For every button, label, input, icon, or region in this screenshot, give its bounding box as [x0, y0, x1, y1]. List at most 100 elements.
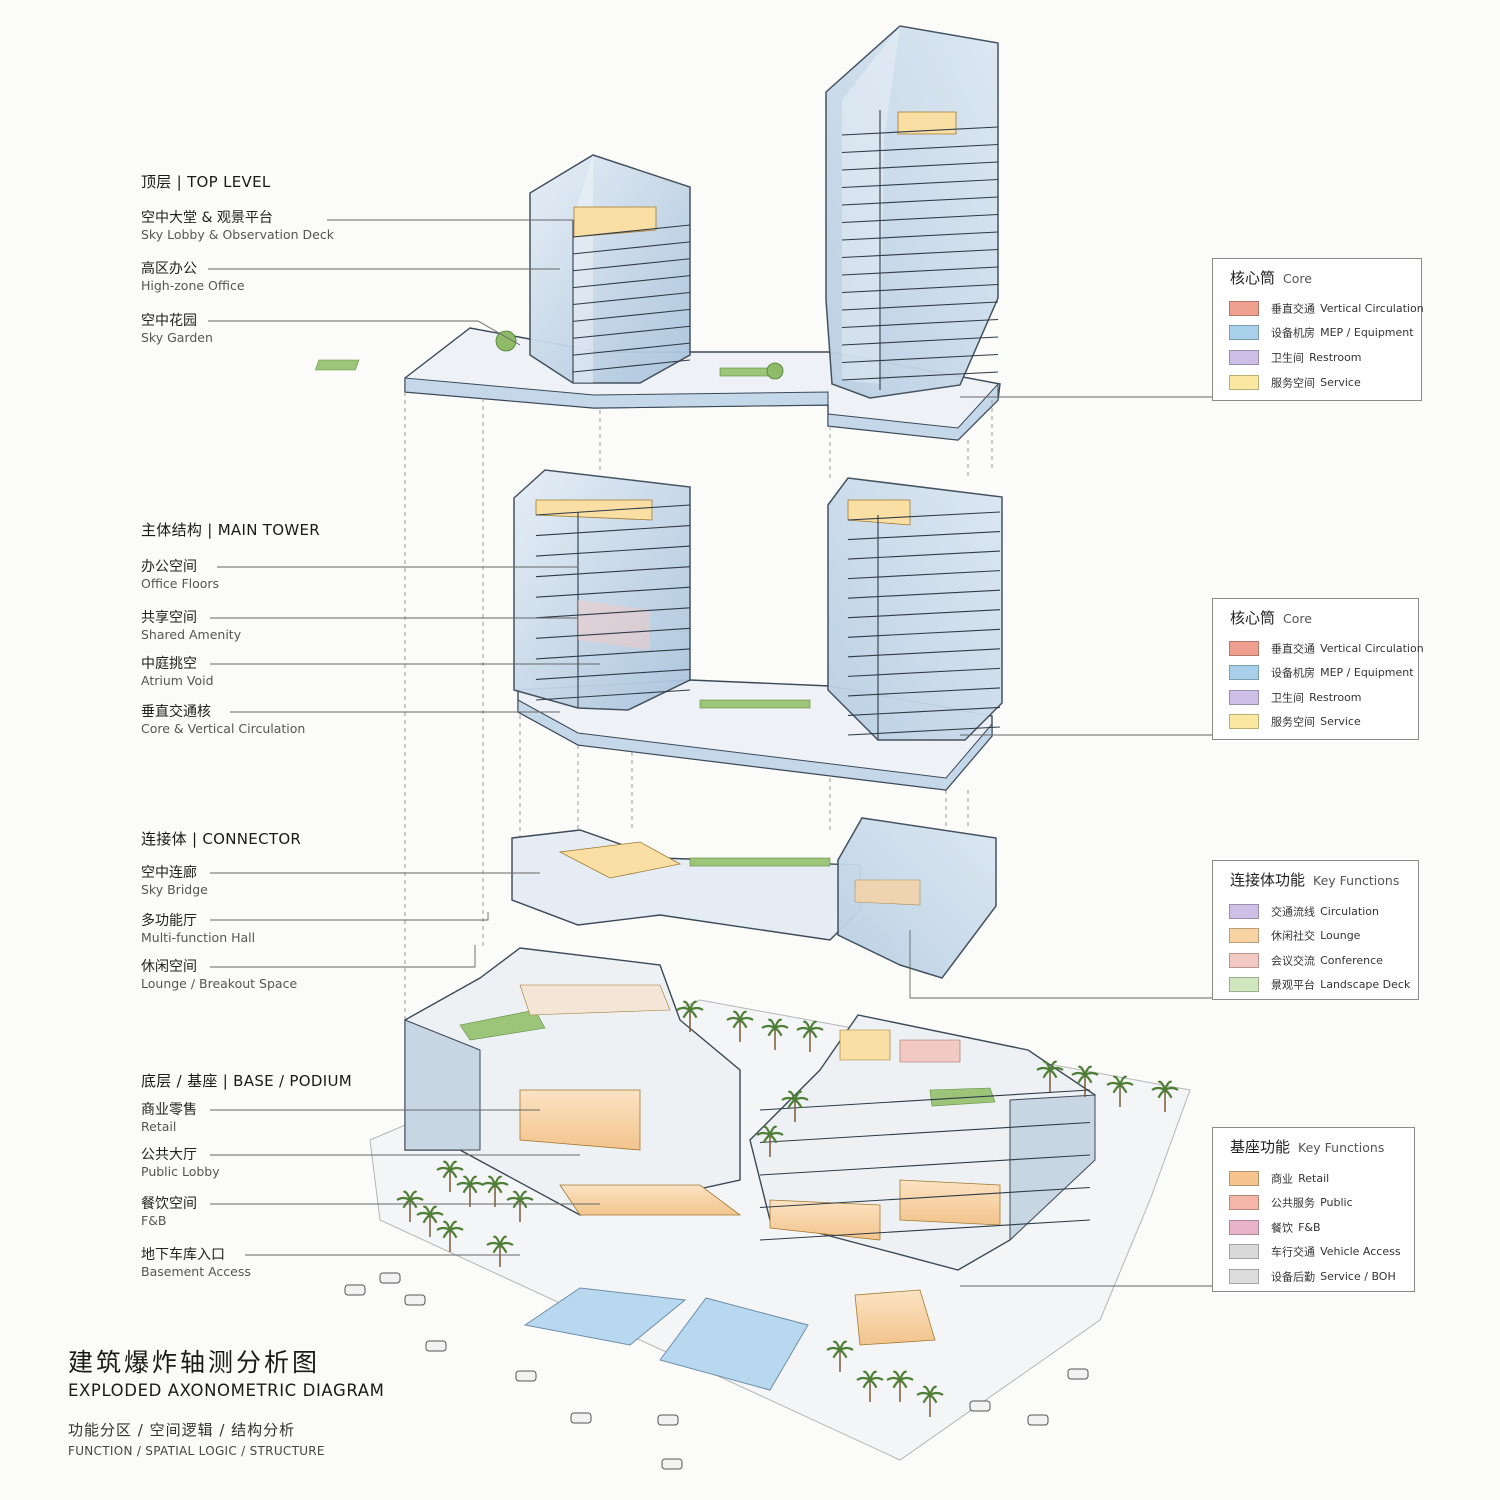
- car: [570, 1412, 592, 1424]
- floor-slab-line: [847, 706, 1001, 717]
- legend-item: 卫生间 Restroom: [1229, 687, 1362, 705]
- floor-slab-line: [847, 511, 1001, 521]
- legend-item: 服务空间 Service: [1229, 372, 1361, 390]
- connector-stack: [511, 817, 997, 979]
- floor-slab-line: [572, 359, 691, 373]
- palm-tree: [761, 1018, 789, 1050]
- pool-left: [523, 1287, 687, 1346]
- floor-slab-line: [841, 161, 999, 171]
- legend-label: Conference: [1320, 954, 1383, 967]
- car: [344, 1284, 366, 1296]
- floor-slab-line: [847, 570, 1001, 580]
- legend-swatch: [1229, 1269, 1259, 1284]
- main-tower-stack: [513, 469, 1003, 791]
- legend-swatch: [1229, 690, 1259, 705]
- legend-label: 垂直交通: [1271, 642, 1315, 656]
- palm-tree: [1071, 1065, 1099, 1097]
- legend-label: Lounge: [1320, 929, 1361, 942]
- floor-slab-line: [759, 1121, 1091, 1144]
- legend-label: MEP / Equipment: [1320, 666, 1414, 679]
- floor-slab-line: [847, 550, 1001, 560]
- car: [425, 1340, 447, 1352]
- floor-slab-line: [841, 371, 999, 381]
- floor-slab-line: [841, 126, 999, 136]
- podium-stack: [344, 947, 1191, 1470]
- diagram-tagline-en: FUNCTION / SPATIAL LOGIC / STRUCTURE: [68, 1444, 325, 1458]
- legend-label: 设备后勤: [1271, 1270, 1315, 1284]
- legend-swatch: [1229, 1171, 1259, 1186]
- palm-tree: [1106, 1075, 1134, 1107]
- legend-swatch: [1229, 665, 1259, 680]
- section-heading: 连接体 | CONNECTOR: [141, 830, 302, 848]
- legend-label: 餐饮: [1271, 1221, 1293, 1235]
- legend-item: 卫生间 Restroom: [1229, 347, 1362, 365]
- legend-label: Restroom: [1309, 351, 1362, 364]
- legend-label: Vehicle Access: [1320, 1245, 1401, 1258]
- legend-swatch: [1229, 928, 1259, 943]
- car: [379, 1272, 401, 1284]
- floor-slab-line: [535, 545, 691, 557]
- connector-bridge: [511, 829, 861, 941]
- legend-swatch: [1229, 350, 1259, 365]
- legend-label: 设备机房: [1271, 666, 1315, 680]
- legend-label: 景观平台: [1271, 978, 1315, 992]
- palm-tree: [1151, 1080, 1179, 1112]
- floor-slab-line: [847, 589, 1001, 599]
- floor-slab-line: [847, 628, 1001, 638]
- floor-slab-line: [535, 525, 691, 537]
- floor-slab-line: [847, 530, 1001, 541]
- floor-slab-line: [535, 648, 691, 660]
- legend-label: 公共服务: [1271, 1196, 1315, 1210]
- main-floor-lines: [535, 504, 1001, 736]
- legend-item: 休闲社交 Lounge: [1229, 925, 1361, 943]
- legend-item: 商业 Retail: [1229, 1168, 1330, 1186]
- legend-label: 车行交通: [1271, 1245, 1315, 1259]
- car: [404, 1294, 426, 1306]
- legend-item: 设备机房 MEP / Equipment: [1229, 322, 1414, 340]
- legend-label: 会议交流: [1271, 954, 1315, 968]
- floor-slab-line: [841, 266, 999, 276]
- legend-label: Retail: [1298, 1172, 1330, 1185]
- floor-slab-line: [759, 1089, 1091, 1111]
- legend-item: 景观平台 Landscape Deck: [1229, 974, 1410, 992]
- legend-item: 车行交通 Vehicle Access: [1229, 1241, 1401, 1259]
- floor-slab-line: [841, 353, 999, 364]
- legend-swatch: [1229, 301, 1259, 316]
- legend-label: 卫生间: [1271, 691, 1304, 705]
- cars: [344, 1272, 1089, 1470]
- leader-lines: [208, 219, 1212, 1287]
- diagram-tagline: 功能分区 / 空间逻辑 / 结构分析: [68, 1421, 296, 1439]
- legend-swatch: [1229, 1195, 1259, 1210]
- legend-label: 设备机房: [1271, 326, 1315, 340]
- floor-slab-line: [535, 566, 691, 578]
- palm-tree: [456, 1175, 484, 1207]
- floor-slab-line: [841, 336, 999, 346]
- floor-slab-line: [841, 143, 999, 154]
- palm-tree: [436, 1160, 464, 1192]
- main-right-tower: [827, 477, 1003, 741]
- legend-swatch: [1229, 1220, 1259, 1235]
- legend-label: 卫生间: [1271, 351, 1304, 365]
- floor-slab-line: [535, 586, 691, 598]
- legend-label: Service: [1320, 376, 1361, 389]
- floor-slab-line: [572, 275, 691, 289]
- section-heading: 底层 / 基座 | BASE / PODIUM: [141, 1072, 352, 1090]
- legend-swatch: [1229, 375, 1259, 390]
- legend-item: 设备后勤 Service / BOH: [1229, 1266, 1396, 1284]
- floor-slab-line: [572, 308, 691, 322]
- floor-slab-line: [535, 689, 691, 701]
- floor-slab-line: [841, 213, 999, 224]
- car: [515, 1370, 537, 1382]
- legend-label: Vertical Circulation: [1320, 302, 1424, 315]
- palm-tree: [416, 1205, 444, 1237]
- palm-tree: [826, 1340, 854, 1372]
